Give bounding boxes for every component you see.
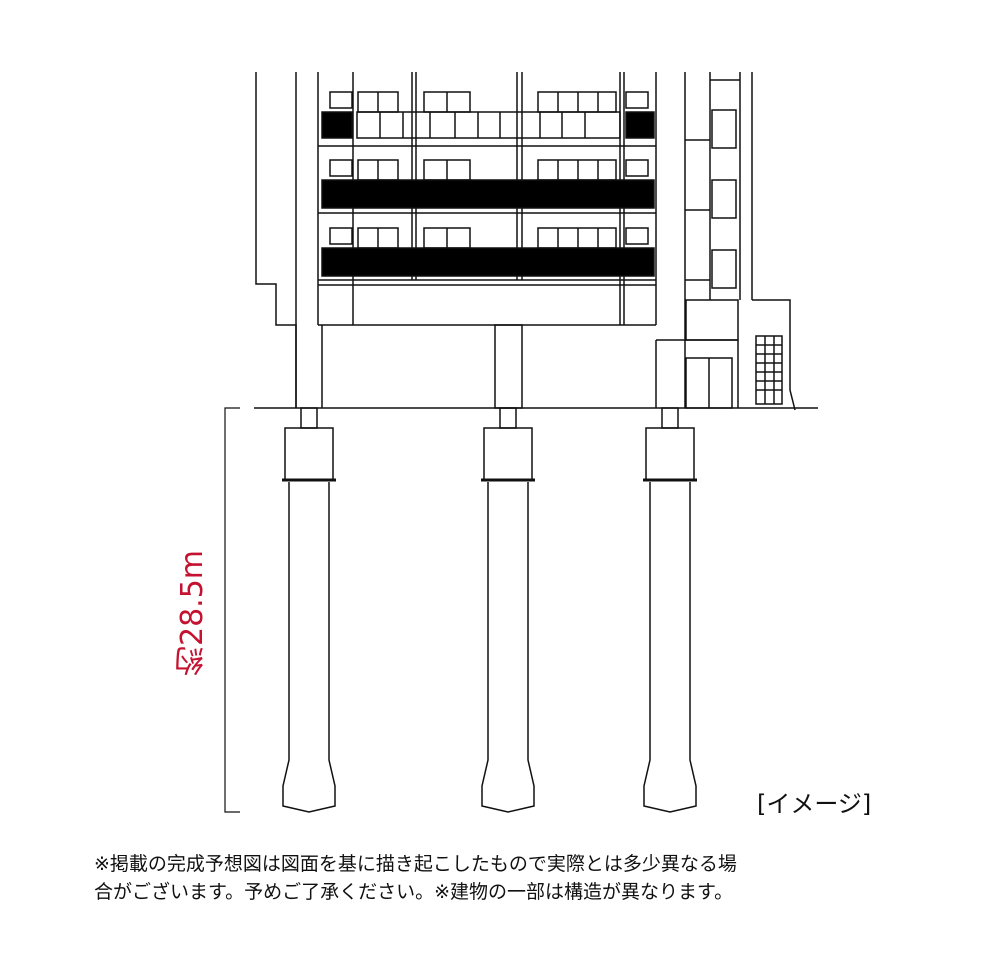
depth-dimension-bracket — [224, 407, 240, 813]
depth-label: 約28.5m — [175, 549, 210, 677]
disclaimer-note: ※掲載の完成予想図は図面を基に描き起こしたもので実際とは多少異なる場 合がござい… — [94, 850, 894, 906]
pile-3 — [643, 407, 697, 813]
floor-2 — [321, 159, 655, 209]
image-caption: [イメージ] — [757, 790, 872, 818]
floor-1 — [321, 91, 655, 139]
disclaimer-line-2: 合がございます。予めご了承ください。※建物の一部は構造が異なります。 — [94, 881, 734, 903]
right-annex — [655, 72, 796, 411]
pile-1 — [282, 407, 336, 813]
pile-2 — [481, 407, 535, 813]
disclaimer-line-1: ※掲載の完成予想図は図面を基に描き起こしたもので実際とは多少異なる場 — [94, 853, 737, 875]
floor-3 — [321, 227, 655, 277]
